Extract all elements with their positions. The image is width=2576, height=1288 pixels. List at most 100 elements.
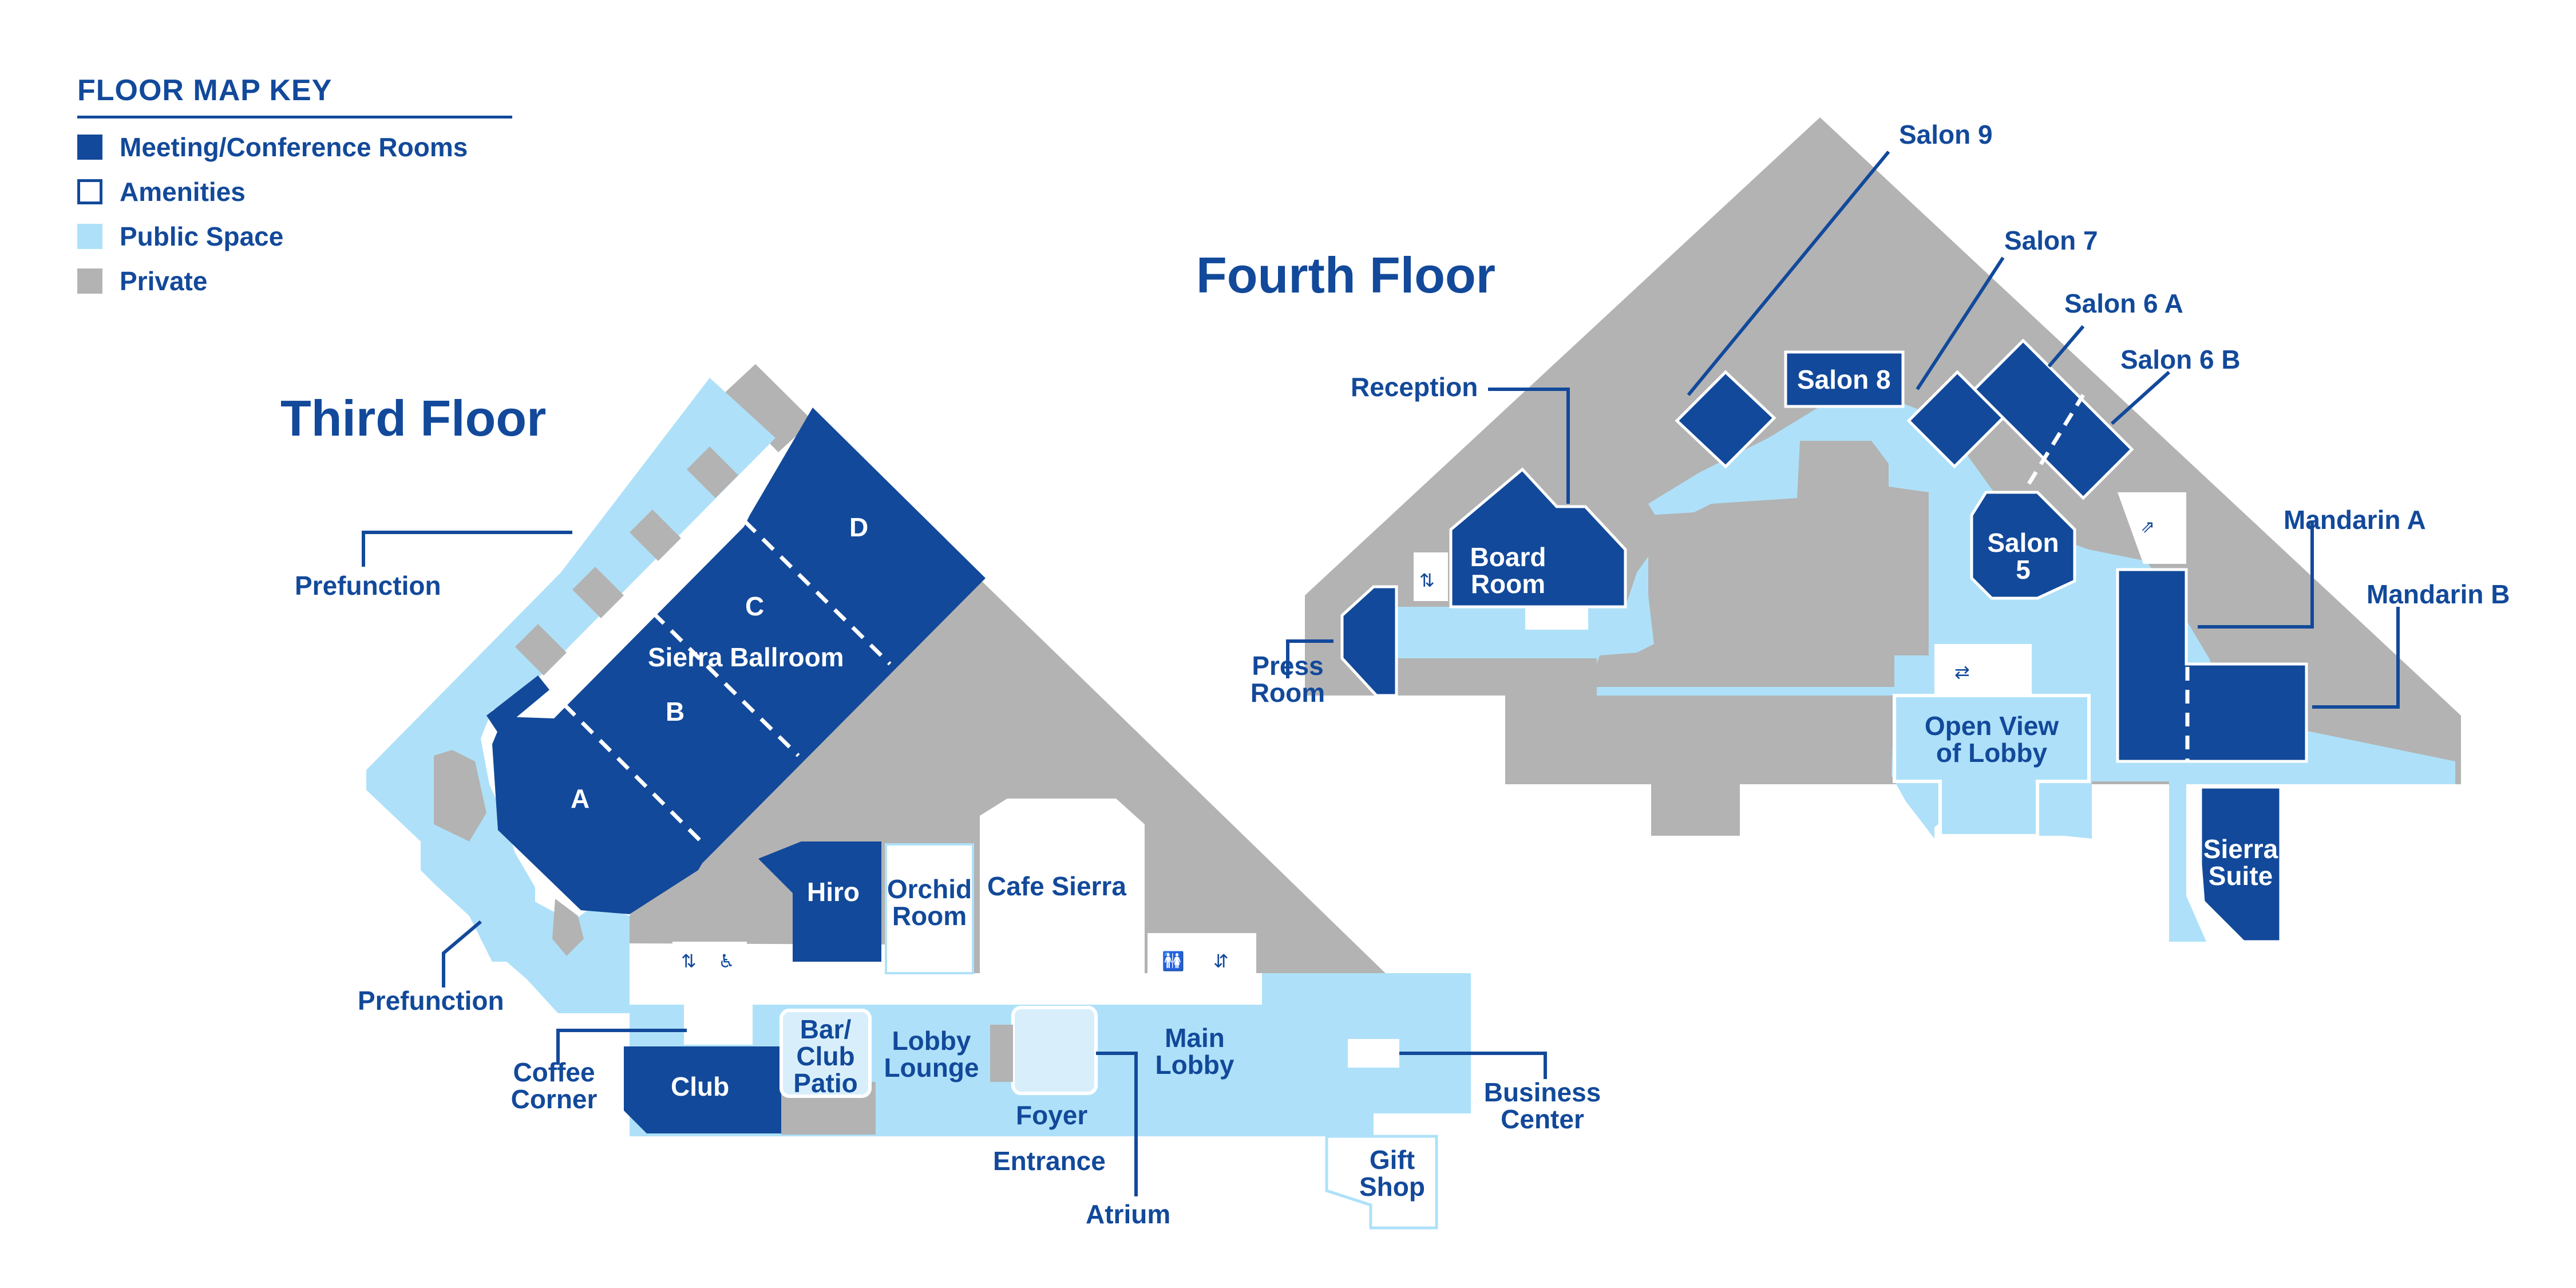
fourth-floor-title: Fourth Floor xyxy=(1196,247,1495,303)
stairs-icon: ⇵ xyxy=(1213,950,1229,972)
coffee-corner-room[interactable] xyxy=(684,1002,753,1045)
legend-item-private: Private xyxy=(77,265,512,297)
label-coffee-corner[interactable]: Coffee Corner xyxy=(511,1057,597,1114)
label-open-view-of-lobby[interactable]: Open View of Lobby xyxy=(1924,711,2059,768)
escalator-icon: ⇗ xyxy=(2140,517,2155,537)
label-press-room[interactable]: Press Room xyxy=(1250,651,1325,708)
third-floor-plan xyxy=(362,364,1547,1230)
ballroom-closet xyxy=(486,675,549,733)
label-bar-club-patio[interactable]: Bar/ Club Patio xyxy=(793,1014,858,1098)
leader-lines xyxy=(362,531,1547,1196)
legend-label: Meeting/Conference Rooms xyxy=(120,132,468,162)
fourth-floor-plan xyxy=(1286,117,2461,943)
amenity-triangle xyxy=(2118,492,2186,564)
label-cafe-sierra[interactable]: Cafe Sierra xyxy=(987,871,1126,901)
meeting-swatch xyxy=(77,135,102,160)
board-room[interactable] xyxy=(1449,467,1627,609)
map-icons: ⇅ ♿ 🚻 ⇵ ⇅ ⇄ ⇗ xyxy=(681,517,2155,972)
salon-6[interactable] xyxy=(1972,338,2134,500)
private-bottom xyxy=(1651,779,1740,836)
salon-5[interactable] xyxy=(1970,491,2076,600)
sierra-ballroom[interactable] xyxy=(492,408,986,914)
label-foyer[interactable]: Foyer xyxy=(1016,1100,1088,1130)
label-salon-9[interactable]: Salon 9 xyxy=(1899,120,1993,149)
pillar xyxy=(572,567,624,618)
legend-label: Public Space xyxy=(120,222,284,251)
label-section-c: C xyxy=(745,591,765,621)
cafe-sierra[interactable] xyxy=(980,799,1145,973)
amenity-box xyxy=(1934,644,2032,696)
escalator-icon: ⇄ xyxy=(1954,661,1970,683)
label-section-b: B xyxy=(666,697,685,726)
ballroom-dividers xyxy=(545,502,892,846)
label-prefunction-bottom[interactable]: Prefunction xyxy=(358,986,504,1016)
gift-shop[interactable] xyxy=(1325,1135,1438,1230)
legend-item-public: Public Space xyxy=(77,220,512,252)
label-orchid-room[interactable]: Orchid Room xyxy=(887,874,972,931)
public-swatch xyxy=(77,224,102,249)
orchid-room[interactable] xyxy=(885,843,974,974)
open-view-lobby[interactable] xyxy=(1893,694,2091,837)
label-board-room[interactable]: Board Room xyxy=(1470,542,1546,599)
private-swatch xyxy=(77,268,102,294)
sierra-suite[interactable] xyxy=(2199,785,2282,943)
label-mandarin-a[interactable]: Mandarin A xyxy=(2284,505,2426,535)
label-sierra-ballroom[interactable]: Sierra Ballroom xyxy=(648,642,844,672)
salon-6-divider xyxy=(2027,394,2085,485)
pillar xyxy=(434,750,486,841)
amenity-box xyxy=(672,942,747,973)
label-sierra-suite[interactable]: Sierra Suite xyxy=(2203,834,2278,891)
elevator-icon: ⇅ xyxy=(1419,570,1435,591)
leader-lines xyxy=(1286,151,2400,709)
label-prefunction-top[interactable]: Prefunction xyxy=(295,571,441,600)
label-section-a: A xyxy=(571,784,590,813)
label-entrance[interactable]: Entrance xyxy=(993,1146,1106,1176)
amenity-box xyxy=(1147,933,1256,974)
mandarin-rooms[interactable] xyxy=(2116,568,2308,763)
label-lobby-lounge[interactable]: Lobby Lounge xyxy=(884,1026,979,1082)
atrium-area xyxy=(1011,1006,1098,1095)
legend-label: Private xyxy=(120,266,208,296)
label-main-lobby[interactable]: Main Lobby xyxy=(1155,1023,1234,1080)
business-center-room[interactable] xyxy=(1348,1039,1399,1068)
bar-club-patio[interactable] xyxy=(779,1009,872,1098)
club-room[interactable] xyxy=(624,1046,781,1133)
salon-9[interactable] xyxy=(1675,370,1776,469)
label-reception[interactable]: Reception xyxy=(1351,372,1478,402)
legend-item-meeting: Meeting/Conference Rooms xyxy=(77,131,512,163)
private-core xyxy=(1597,441,1929,687)
press-room[interactable] xyxy=(1340,585,1398,697)
label-club[interactable]: Club xyxy=(671,1072,730,1101)
label-salon-7[interactable]: Salon 7 xyxy=(2004,226,2098,255)
legend-item-amenities: Amenities xyxy=(77,176,512,208)
label-salon-6a[interactable]: Salon 6 A xyxy=(2064,289,2183,318)
label-business-center[interactable]: Business Center xyxy=(1483,1077,1601,1134)
lobby-pillar xyxy=(990,1025,1013,1082)
hiro-room[interactable] xyxy=(758,841,881,962)
amenity-box xyxy=(1414,552,1448,601)
public-corridor xyxy=(1391,398,2455,942)
salon-8[interactable] xyxy=(1784,350,1905,408)
label-atrium[interactable]: Atrium xyxy=(1086,1199,1171,1229)
label-mandarin-b[interactable]: Mandarin B xyxy=(2367,579,2510,609)
label-hiro[interactable]: Hiro xyxy=(807,877,860,907)
elevator-icon: ⇅ xyxy=(681,950,697,972)
private-strip xyxy=(722,364,813,452)
amenity-box xyxy=(1525,607,1588,630)
pillar xyxy=(552,899,584,956)
label-salon-6b[interactable]: Salon 6 B xyxy=(2120,345,2241,374)
legend-title: FLOOR MAP KEY xyxy=(77,73,512,118)
label-gift-shop[interactable]: Gift Shop xyxy=(1359,1145,1425,1202)
pillar xyxy=(515,624,567,675)
label-salon-5[interactable]: Salon 5 xyxy=(1987,528,2059,584)
label-salon-8[interactable]: Salon 8 xyxy=(1797,365,1891,394)
amenities-swatch xyxy=(77,179,102,204)
restroom-icon: 🚻 xyxy=(1162,950,1185,972)
floor-map-key: FLOOR MAP KEY Meeting/Conference Rooms A… xyxy=(77,73,512,297)
label-section-d: D xyxy=(849,512,869,542)
pillar xyxy=(687,447,738,498)
third-floor-title: Third Floor xyxy=(280,390,547,447)
pillar xyxy=(630,509,681,561)
